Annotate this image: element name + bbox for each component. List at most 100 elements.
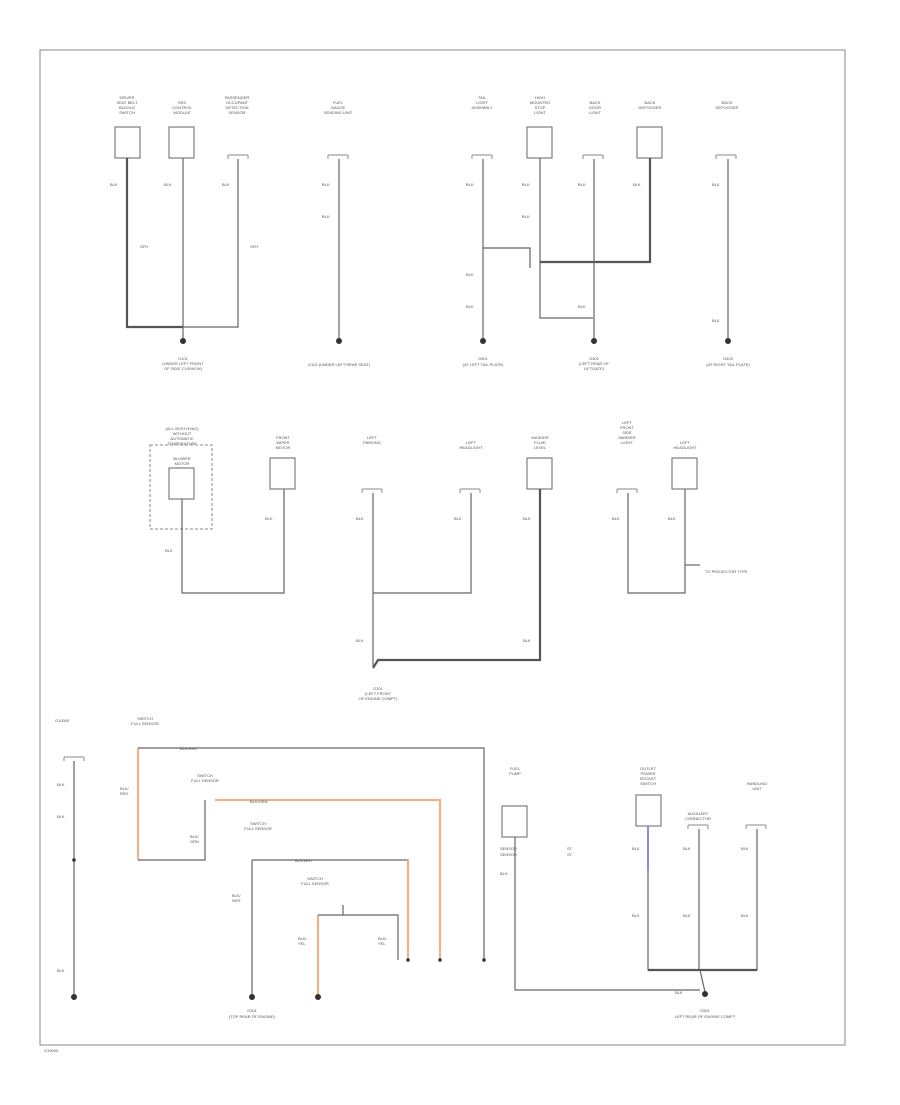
svg-text:BLK: BLK: [578, 304, 586, 309]
svg-text:TEMPERATURE: TEMPERATURE: [167, 441, 197, 446]
back-defogger: [636, 126, 663, 159]
svg-text:LEVEL: LEVEL: [534, 445, 547, 450]
connector-pin: [616, 488, 638, 493]
svg-text:SENSOR: SENSOR: [229, 110, 246, 115]
ground-point: [702, 991, 708, 997]
connector-pin: [745, 824, 767, 829]
svg-text:SENSOR: SENSOR: [500, 852, 517, 857]
svg-text:FULL SENSOR: FULL SENSOR: [301, 881, 329, 886]
svg-text:G402: G402: [589, 356, 600, 361]
svg-text:LIGHT: LIGHT: [534, 110, 546, 115]
wire: [138, 800, 206, 861]
svg-text:BLK/RED: BLK/RED: [180, 746, 197, 751]
svg-text:DEFOGGER: DEFOGGER: [639, 105, 662, 110]
svg-text:BLK: BLK: [57, 968, 65, 973]
svg-text:DETECTION: DETECTION: [225, 105, 248, 110]
svg-text:BLK: BLK: [523, 516, 531, 521]
svg-text:LIFTGATE): LIFTGATE): [584, 366, 605, 371]
svg-text:LIGHT: LIGHT: [621, 440, 633, 445]
high-mount-stop-light: [526, 126, 553, 159]
connector-pin: [582, 154, 604, 159]
svg-text:BLK: BLK: [668, 516, 676, 521]
svg-text:YEL: YEL: [378, 941, 386, 946]
svg-text:(LEFT REAR OF: (LEFT REAR OF: [579, 361, 609, 366]
svg-text:GRY: GRY: [250, 244, 259, 249]
svg-text:G201: G201: [373, 686, 384, 691]
svg-text:BLK: BLK: [683, 913, 691, 918]
svg-text:ST: ST: [567, 846, 573, 851]
svg-text:UNIT: UNIT: [752, 786, 762, 791]
svg-text:BLK: BLK: [164, 182, 172, 187]
svg-text:MOUNTED: MOUNTED: [530, 100, 550, 105]
svg-text:WHT: WHT: [232, 898, 242, 903]
svg-text:SIDE: SIDE: [622, 430, 632, 435]
svg-text:(LEFT FRONT: (LEFT FRONT: [365, 691, 391, 696]
splice: [72, 858, 76, 862]
svg-text:HANDLING: HANDLING: [747, 781, 768, 786]
diagram-border: [39, 49, 846, 1046]
svg-text:(UNDER LEFT FRONT: (UNDER LEFT FRONT: [162, 361, 204, 366]
svg-text:BLK: BLK: [712, 318, 720, 323]
svg-text:LEFT: LEFT: [680, 440, 690, 445]
svg-text:SWITCH: SWITCH: [137, 716, 153, 721]
svg-text:ST: ST: [567, 852, 573, 857]
splice: [482, 958, 486, 962]
svg-text:PASSENGER: PASSENGER: [225, 95, 250, 100]
svg-text:POWER: POWER: [640, 771, 655, 776]
svg-text:BLK: BLK: [356, 638, 364, 643]
svg-text:(ALL WITH HVAC): (ALL WITH HVAC): [166, 426, 200, 431]
svg-text:DRIVER: DRIVER: [119, 95, 134, 100]
svg-text:BLK: BLK: [165, 548, 173, 553]
svg-text:G401: G401: [478, 356, 489, 361]
svg-text:(AT RIGHT TAIL PLATE): (AT RIGHT TAIL PLATE): [706, 362, 750, 367]
washer-level-switch: [526, 457, 553, 490]
svg-text:BLK/WHT: BLK/WHT: [295, 858, 313, 863]
svg-text:BACK: BACK: [645, 100, 656, 105]
svg-text:BLK: BLK: [57, 814, 65, 819]
svg-text:SWITCH: SWITCH: [250, 821, 266, 826]
svg-text:BLK: BLK: [265, 516, 273, 521]
ground-point: [315, 994, 321, 1000]
wire: [138, 747, 485, 960]
svg-text:HIGH: HIGH: [535, 95, 545, 100]
wire: [342, 905, 399, 960]
svg-text:AUTOMATIC: AUTOMATIC: [170, 436, 193, 441]
svg-text:BLK/: BLK/: [298, 936, 308, 941]
svg-text:HEADLIGHT: HEADLIGHT: [460, 445, 483, 450]
svg-text:YEL: YEL: [298, 941, 306, 946]
connector-pin: [471, 154, 493, 159]
svg-text:BLK/: BLK/: [232, 893, 242, 898]
wire: [627, 489, 686, 594]
svg-text:G501: G501: [700, 1008, 711, 1013]
svg-text:MARKER: MARKER: [618, 435, 635, 440]
svg-text:BACK: BACK: [722, 100, 733, 105]
svg-text:BLK: BLK: [741, 846, 749, 851]
svg-text:SENSOR: SENSOR: [500, 846, 517, 851]
svg-text:OF ENGINE COMPT): OF ENGINE COMPT): [359, 696, 399, 701]
svg-text:BLK: BLK: [675, 990, 683, 995]
svg-text:LIGHT: LIGHT: [589, 110, 601, 115]
svg-text:BLOWER: BLOWER: [173, 456, 190, 461]
svg-text:BLK: BLK: [522, 214, 530, 219]
svg-text:MOTOR: MOTOR: [276, 445, 291, 450]
svg-text:LEFT REAR OF ENGINE COMPT: LEFT REAR OF ENGINE COMPT: [675, 1014, 736, 1019]
ground-point: [591, 338, 597, 344]
svg-text:BLK: BLK: [741, 913, 749, 918]
svg-text:DEFOGGER: DEFOGGER: [716, 105, 739, 110]
svg-text:FULL SENSOR: FULL SENSOR: [191, 778, 219, 783]
svg-text:BLK: BLK: [612, 516, 620, 521]
svg-text:BLK: BLK: [633, 182, 641, 187]
svg-text:SENDING UNIT: SENDING UNIT: [324, 110, 353, 115]
svg-text:G301: G301: [247, 1008, 258, 1013]
fuel-pump: [501, 805, 528, 838]
svg-text:OCCUPANT: OCCUPANT: [226, 100, 249, 105]
svg-text:BLK: BLK: [466, 182, 474, 187]
svg-text:MODULE: MODULE: [173, 110, 190, 115]
wire: [215, 798, 442, 960]
svg-text:BLK/: BLK/: [190, 834, 200, 839]
